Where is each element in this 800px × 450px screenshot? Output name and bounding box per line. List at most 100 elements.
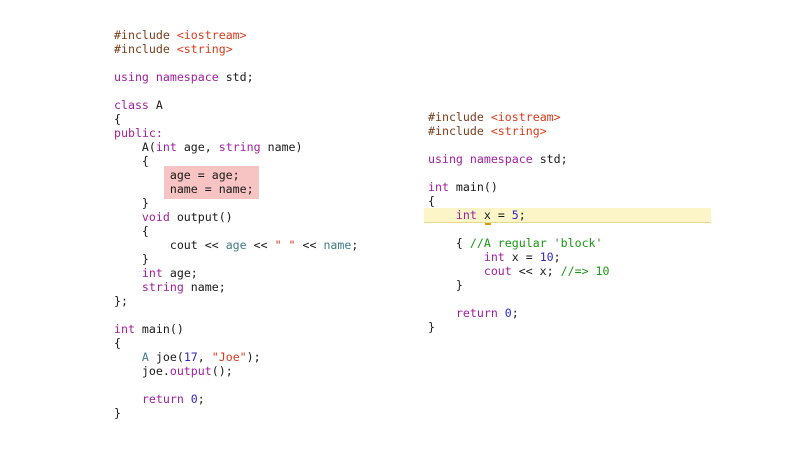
code-token: << bbox=[246, 238, 275, 252]
right-line[interactable]: { bbox=[428, 194, 610, 208]
right-line[interactable] bbox=[428, 222, 610, 236]
code-token: x = bbox=[504, 250, 540, 264]
right-line[interactable]: int x = 10; bbox=[428, 250, 610, 264]
code-token: joe( bbox=[148, 350, 184, 364]
code-token: int bbox=[428, 180, 449, 194]
code-token: string bbox=[141, 280, 184, 294]
code-token: { bbox=[114, 154, 149, 168]
left-line[interactable]: public: bbox=[114, 126, 358, 140]
code-token: A bbox=[141, 350, 149, 364]
right-line[interactable]: int x = 5; bbox=[428, 208, 610, 225]
left-line[interactable]: cout << age << " " << name; bbox=[114, 238, 359, 252]
code-token: 0 bbox=[504, 306, 512, 320]
left-line[interactable]: } bbox=[114, 406, 358, 420]
left-line[interactable]: #include <iostream> bbox=[114, 28, 358, 42]
code-token: public: bbox=[114, 126, 163, 140]
left-line[interactable]: }; bbox=[114, 294, 358, 308]
left-line[interactable]: int main() bbox=[114, 322, 358, 336]
left-line[interactable]: { bbox=[114, 224, 358, 238]
code-token: = bbox=[490, 208, 512, 222]
code-token: <string> bbox=[176, 42, 233, 56]
right-line[interactable]: cout << x; //=> 10 bbox=[428, 264, 610, 278]
left-line[interactable] bbox=[114, 378, 358, 392]
code-token: << x; bbox=[511, 264, 561, 278]
left-line[interactable] bbox=[114, 308, 358, 322]
code-token: std; bbox=[225, 70, 254, 84]
code-token: (); bbox=[211, 364, 233, 378]
code-token: ; bbox=[553, 250, 561, 264]
left-line[interactable]: int age; bbox=[114, 266, 358, 280]
code-token: 0 bbox=[190, 392, 198, 406]
left-line[interactable]: joe.output(); bbox=[114, 364, 358, 378]
left-line[interactable]: A(int age, string name) bbox=[114, 140, 358, 154]
code-token: ; bbox=[197, 392, 205, 406]
right-line[interactable]: } bbox=[428, 278, 610, 292]
code-token: name; bbox=[183, 280, 226, 294]
left-line[interactable]: return 0; bbox=[114, 392, 358, 406]
code-token bbox=[114, 210, 142, 224]
code-token: return bbox=[141, 392, 184, 406]
right-line[interactable]: } bbox=[428, 320, 610, 334]
error-highlight-block bbox=[164, 166, 259, 199]
left-line[interactable]: } bbox=[114, 196, 358, 210]
code-token: int bbox=[114, 322, 135, 336]
left-line[interactable]: { bbox=[114, 112, 358, 126]
right-line[interactable]: { //A regular 'block' bbox=[428, 236, 610, 250]
right-line[interactable]: #include <iostream> bbox=[428, 110, 610, 124]
code-token: using namespace bbox=[428, 152, 540, 166]
code-token: } bbox=[114, 196, 149, 210]
code-token: name = name; bbox=[114, 182, 254, 196]
right-code-editor[interactable]: #include <iostream>#include <string> usi… bbox=[424, 110, 711, 334]
right-line[interactable]: using namespace std; bbox=[428, 152, 610, 166]
code-token: ; bbox=[351, 238, 359, 252]
code-token: int bbox=[483, 250, 505, 264]
code-token: " " bbox=[274, 238, 296, 252]
left-line[interactable]: } bbox=[114, 252, 358, 266]
left-line[interactable]: name = name; bbox=[114, 182, 358, 196]
code-token: cout << bbox=[114, 238, 226, 252]
left-line[interactable]: using namespace std; bbox=[114, 70, 358, 84]
code-token: } bbox=[114, 252, 149, 266]
left-code-editor[interactable]: #include <iostream>#include <string> usi… bbox=[114, 28, 358, 420]
code-token: }; bbox=[114, 294, 128, 308]
left-line[interactable]: age = age; bbox=[114, 168, 358, 182]
left-line[interactable]: class A bbox=[114, 98, 358, 112]
code-token: void bbox=[141, 210, 170, 224]
code-token: { bbox=[114, 112, 121, 126]
code-token: <string> bbox=[490, 124, 547, 138]
left-line[interactable] bbox=[114, 84, 358, 98]
code-token: } bbox=[428, 278, 463, 292]
left-line[interactable]: void output() bbox=[114, 210, 358, 224]
code-token: #include bbox=[428, 110, 491, 124]
left-line[interactable] bbox=[114, 56, 358, 70]
left-line[interactable]: string name; bbox=[114, 280, 358, 294]
code-token: x bbox=[483, 208, 491, 225]
code-token: main() bbox=[448, 180, 498, 194]
right-line[interactable]: int main() bbox=[428, 180, 610, 194]
code-token: joe. bbox=[114, 364, 170, 378]
code-token: #include bbox=[114, 42, 177, 56]
right-line[interactable] bbox=[428, 166, 610, 180]
code-token: name bbox=[323, 238, 352, 252]
code-token: << bbox=[295, 238, 324, 252]
code-token: A bbox=[155, 98, 163, 112]
code-token: name) bbox=[260, 140, 303, 154]
code-token: { bbox=[428, 194, 435, 208]
code-token: age bbox=[225, 238, 247, 252]
code-token bbox=[114, 350, 142, 364]
code-token bbox=[114, 266, 142, 280]
right-line[interactable] bbox=[428, 292, 610, 306]
right-line[interactable]: #include <string> bbox=[428, 124, 610, 138]
code-token bbox=[114, 280, 142, 294]
code-token: ); bbox=[246, 350, 261, 364]
left-line[interactable]: { bbox=[114, 154, 358, 168]
right-line[interactable] bbox=[428, 138, 610, 152]
right-line[interactable]: return 0; bbox=[428, 306, 610, 320]
left-line[interactable]: A joe(17, "Joe"); bbox=[114, 350, 358, 364]
left-line[interactable]: { bbox=[114, 336, 358, 350]
left-line[interactable]: #include <string> bbox=[114, 42, 358, 56]
code-token: A( bbox=[114, 140, 156, 154]
code-token: string bbox=[218, 140, 261, 154]
code-token: 5 bbox=[511, 208, 519, 222]
code-token: output() bbox=[169, 210, 233, 224]
